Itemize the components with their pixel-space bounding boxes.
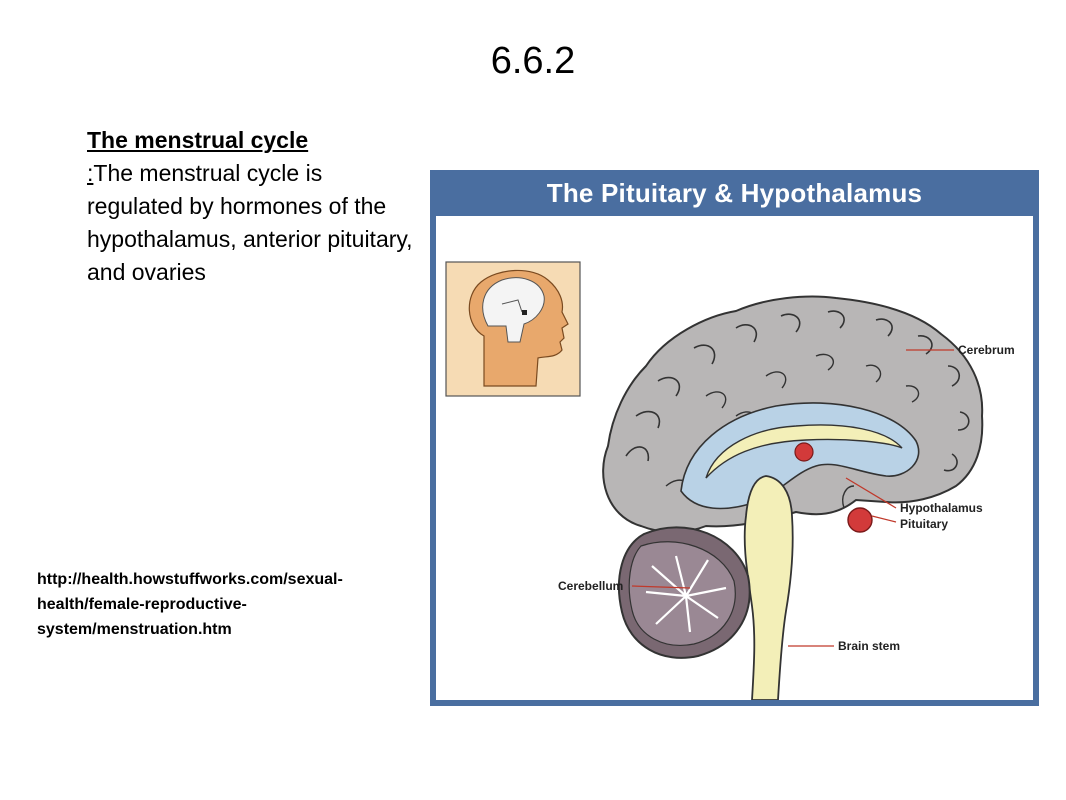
head-inset [445, 261, 581, 397]
brain-stem [743, 475, 794, 701]
slide-title: 6.6.2 [490, 40, 576, 82]
leader-lines [631, 349, 954, 647]
label-pituitary: Pituitary [900, 517, 948, 531]
label-cerebrum: Cerebrum [958, 343, 1015, 357]
heading-colon: : [87, 160, 94, 186]
pituitary-gland [847, 507, 873, 533]
label-brain-stem: Brain stem [838, 639, 900, 653]
figure-title: The Pituitary & Hypothalamus [546, 178, 923, 208]
figure-header: The Pituitary & Hypothalamus [430, 170, 1039, 216]
body-text: The menstrual cycle :The menstrual cycle… [87, 124, 417, 289]
thalamus-marker [794, 442, 814, 462]
corpus-callosum [705, 424, 903, 479]
body-paragraph: The menstrual cycle is regulated by horm… [87, 160, 413, 285]
brain-diagram: Cerebrum Hypothalamus Pituitary Cerebell… [445, 261, 1015, 701]
source-url: http://health.howstuffworks.com/sexual-h… [37, 571, 343, 638]
label-hypothalamus: Hypothalamus [900, 501, 983, 515]
figure-body: Cerebrum Hypothalamus Pituitary Cerebell… [436, 216, 1033, 701]
cerebellum [618, 526, 751, 659]
label-cerebellum: Cerebellum [558, 579, 623, 593]
brain-figure: The Pituitary & Hypothalamus [430, 170, 1039, 706]
inset-brain-icon [482, 277, 545, 343]
section-heading: The menstrual cycle [87, 127, 309, 153]
